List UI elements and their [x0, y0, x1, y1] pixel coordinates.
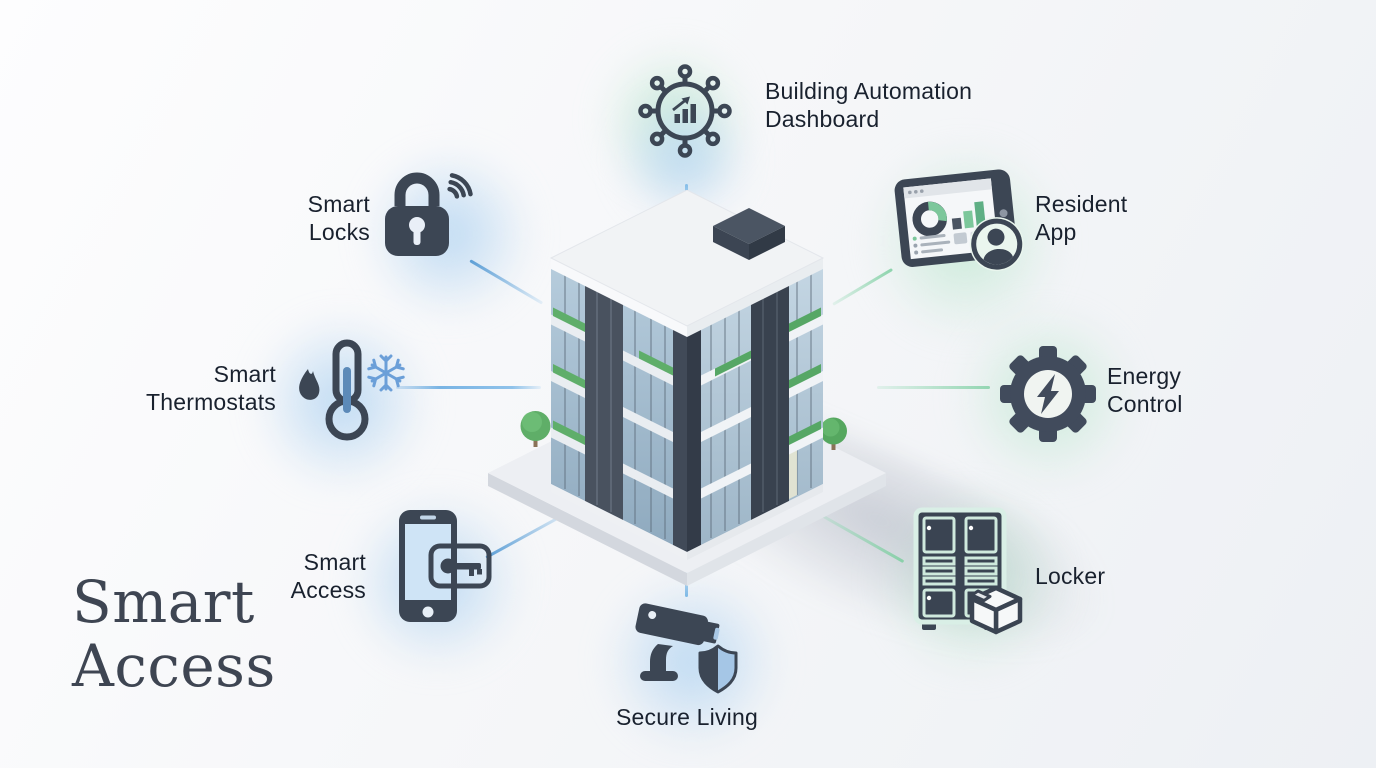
label-line: Dashboard — [765, 106, 880, 132]
title-line: Smart — [72, 568, 255, 636]
label-smart-thermostats: Smart Thermostats — [96, 360, 276, 416]
label-line: Smart — [307, 191, 370, 217]
label-line: Smart — [213, 361, 276, 387]
label-line: Control — [1107, 391, 1183, 417]
page-title: Smart Access — [72, 570, 276, 698]
padlock-wifi-icon — [372, 160, 484, 269]
label-line: App — [1035, 219, 1077, 245]
label-line: Secure Living — [616, 704, 758, 730]
connector-energy — [877, 386, 990, 390]
label-line: Locker — [1035, 563, 1106, 589]
connector-thermostats — [396, 386, 541, 390]
smartphone-keycard-icon — [383, 506, 495, 633]
label-secure-living: Secure Living — [587, 703, 787, 731]
title-line: Access — [72, 632, 276, 700]
thermometer-flame-snowflake-icon — [278, 333, 408, 458]
label-line: Building Automation — [765, 78, 973, 104]
label-line: Locks — [308, 219, 370, 245]
parcel-locker-package-icon — [908, 504, 1028, 643]
label-locker: Locker — [1035, 562, 1105, 590]
label-line: Thermostats — [145, 389, 276, 415]
smart-building-illustration — [467, 189, 907, 595]
label-building-automation-dashboard: Building Automation Dashboard — [765, 77, 972, 133]
label-smart-locks: Smart Locks — [230, 190, 370, 246]
gear-lightning-icon — [993, 337, 1103, 452]
cctv-camera-shield-icon — [630, 592, 752, 705]
tablet-dashboard-avatar-icon — [890, 160, 1026, 287]
label-resident-app: Resident App — [1035, 190, 1127, 246]
label-energy-control: Energy Control — [1107, 362, 1183, 418]
label-line: Resident — [1035, 191, 1128, 217]
network-hub-chart-icon — [637, 63, 733, 164]
label-line: Energy — [1107, 363, 1182, 389]
